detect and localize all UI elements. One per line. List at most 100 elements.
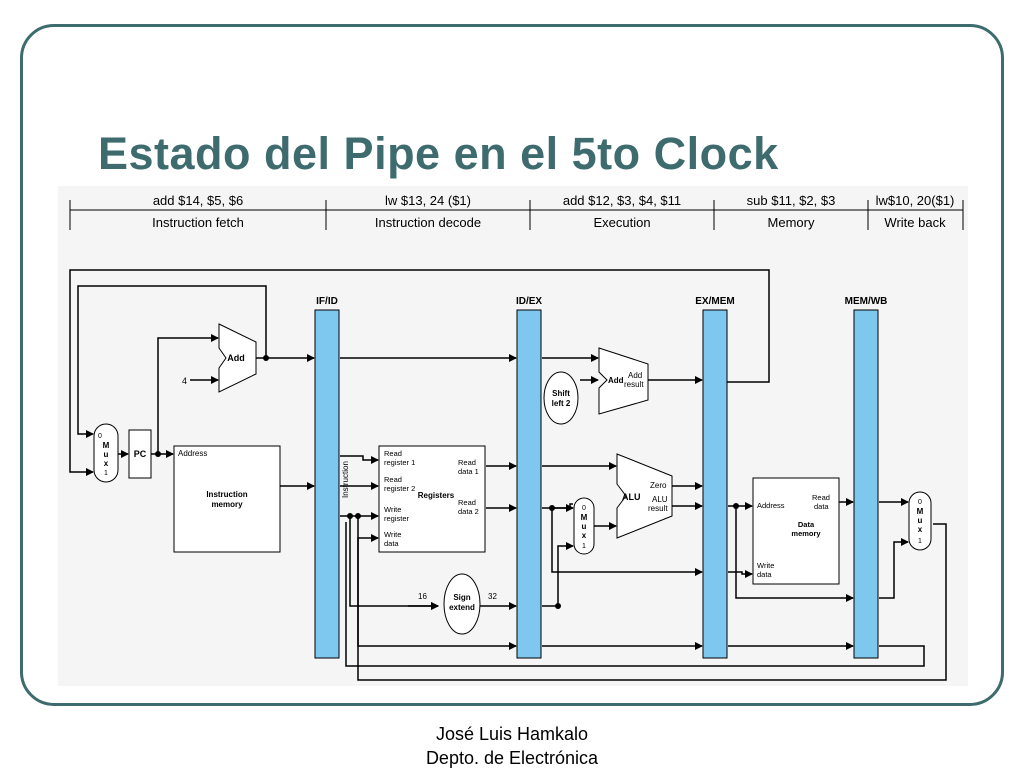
stage-instruction: lw$10, 20($1) — [876, 193, 955, 208]
sign-extend: Sign extend 16 32 — [418, 573, 497, 635]
dmem-read-label: data — [814, 502, 829, 511]
width-32-label: 32 — [488, 592, 497, 601]
mux-input-0: 0 — [98, 433, 102, 440]
mux-input-1: 1 — [104, 470, 108, 477]
writedata-to-dmem-wire — [728, 570, 753, 578]
mux-label: M — [917, 507, 924, 516]
slide-title: Estado del Pipe en el 5to Clock — [98, 128, 779, 179]
mux-input-0: 0 — [582, 505, 586, 512]
rf-port-label: Read — [458, 458, 476, 467]
footer-author: José Luis Hamkalo — [435, 724, 589, 744]
mux-label: x — [104, 459, 109, 468]
stage-name: Instruction decode — [375, 215, 481, 230]
rf-label: Registers — [418, 491, 455, 500]
mux-label: M — [103, 441, 110, 450]
register-file: Read register 1 Read register 2 Write re… — [378, 445, 486, 553]
pc-to-adder-wire — [157, 334, 219, 454]
program-counter: PC — [128, 429, 152, 479]
stage-instruction: lw $13, 24 ($1) — [385, 193, 471, 208]
junction-dot — [155, 451, 161, 457]
mux-label: x — [582, 531, 587, 540]
stage-header: add $14, $5, $6 Instruction fetch lw $13… — [69, 193, 964, 230]
pipeline-register-ifid — [314, 309, 340, 659]
pipeline-register-idex — [516, 309, 542, 659]
adder-label: Add — [227, 353, 245, 363]
rf-port-label: data — [384, 539, 399, 548]
junction-dot — [555, 603, 561, 609]
sign-extend-label: Sign — [453, 593, 470, 602]
stage-instruction: add $12, $3, $4, $11 — [563, 193, 681, 208]
dmem-write-label: Write — [757, 561, 774, 570]
instruction-memory: Address Instruction memory — [173, 445, 281, 553]
junction-dot — [549, 505, 555, 511]
junction-dot — [347, 513, 353, 519]
writeback-mux: 0 M u x 1 — [908, 491, 932, 551]
dmem-label: Data — [798, 520, 815, 529]
mux-input-0: 0 — [918, 499, 922, 506]
instr-to-readreg1-wire — [340, 455, 379, 464]
mux-label: u — [918, 516, 923, 525]
pipeline-diagram: add $14, $5, $6 Instruction fetch lw $13… — [58, 186, 968, 686]
writeback-data-wire — [357, 523, 947, 681]
aluresult-to-mux-wire — [879, 538, 909, 599]
const-4-label: 4 — [182, 376, 187, 386]
branch-adder-output-label: result — [624, 380, 644, 389]
pc-label: PC — [134, 449, 147, 459]
shift-left-2: Shift left 2 — [543, 371, 579, 425]
datapath-svg: add $14, $5, $6 Instruction fetch lw $13… — [69, 193, 964, 681]
stage-name: Execution — [593, 215, 650, 230]
stage-name: Write back — [884, 215, 946, 230]
imem-label: Instruction — [206, 490, 247, 499]
writeback-reg-wire — [345, 522, 925, 667]
data-memory: Address Read data Data memory Write data — [752, 477, 840, 585]
dmem-address-label: Address — [757, 501, 785, 510]
stage-instruction: add $14, $5, $6 — [153, 193, 243, 208]
rt-to-exmem-wire — [551, 508, 703, 576]
junction-dot — [263, 355, 269, 361]
dmem-read-label: Read — [812, 493, 830, 502]
register-label: EX/MEM — [695, 296, 734, 307]
pc-plus4-feedback-wire — [77, 285, 267, 438]
junction-dot — [355, 513, 361, 519]
rf-port-label: data 1 — [458, 467, 479, 476]
register-label: ID/EX — [516, 296, 542, 307]
alu-result-label: result — [648, 504, 668, 513]
alu: ALU Zero ALU result — [616, 453, 673, 539]
branch-adder: Add Add result — [598, 347, 649, 415]
pipeline-register-exmem — [702, 309, 728, 659]
pc-adder: Add — [218, 323, 257, 393]
imem-label: memory — [211, 500, 243, 509]
pipeline-register-memwb — [853, 309, 879, 659]
dmem-label: memory — [791, 529, 821, 538]
alu-label: ALU — [622, 492, 641, 502]
imm-to-mux1-wire — [557, 542, 574, 606]
rf-port-label: register — [384, 514, 410, 523]
alu-src-mux: 0 M u x 1 — [573, 497, 595, 555]
stage-name: Instruction fetch — [152, 215, 244, 230]
pc-mux: 0 M u x 1 — [93, 423, 119, 483]
dmem-write-label: data — [757, 570, 772, 579]
footer-department: Depto. de Electrónica — [425, 748, 599, 768]
stage-name: Memory — [768, 215, 815, 230]
alu-to-memwb-wire — [735, 506, 854, 602]
rf-port-label: data 2 — [458, 507, 479, 516]
alu-zero-label: Zero — [650, 481, 667, 490]
shift-label: Shift — [552, 389, 570, 398]
rf-port-label: Write — [384, 530, 401, 539]
stage-instruction: sub $11, $2, $3 — [747, 193, 836, 208]
junction-dot — [733, 503, 739, 509]
mux-label: M — [581, 513, 588, 522]
imem-address-label: Address — [178, 449, 207, 458]
branch-adder-output-label: Add — [628, 371, 642, 380]
mux-input-1: 1 — [918, 538, 922, 545]
mux-input-1: 1 — [582, 543, 586, 550]
branch-adder-label: Add — [608, 376, 624, 385]
rf-port-label: register 1 — [384, 458, 415, 467]
junctions — [155, 355, 739, 609]
mux-label: u — [104, 450, 109, 459]
rf-port-label: register 2 — [384, 484, 415, 493]
pipeline-registers: IF/ID ID/EX EX/MEM MEM/WB — [314, 296, 887, 659]
mux-label: u — [582, 522, 587, 531]
instruction-vertical-label: Instruction — [341, 461, 350, 498]
shift-label: left 2 — [552, 399, 571, 408]
